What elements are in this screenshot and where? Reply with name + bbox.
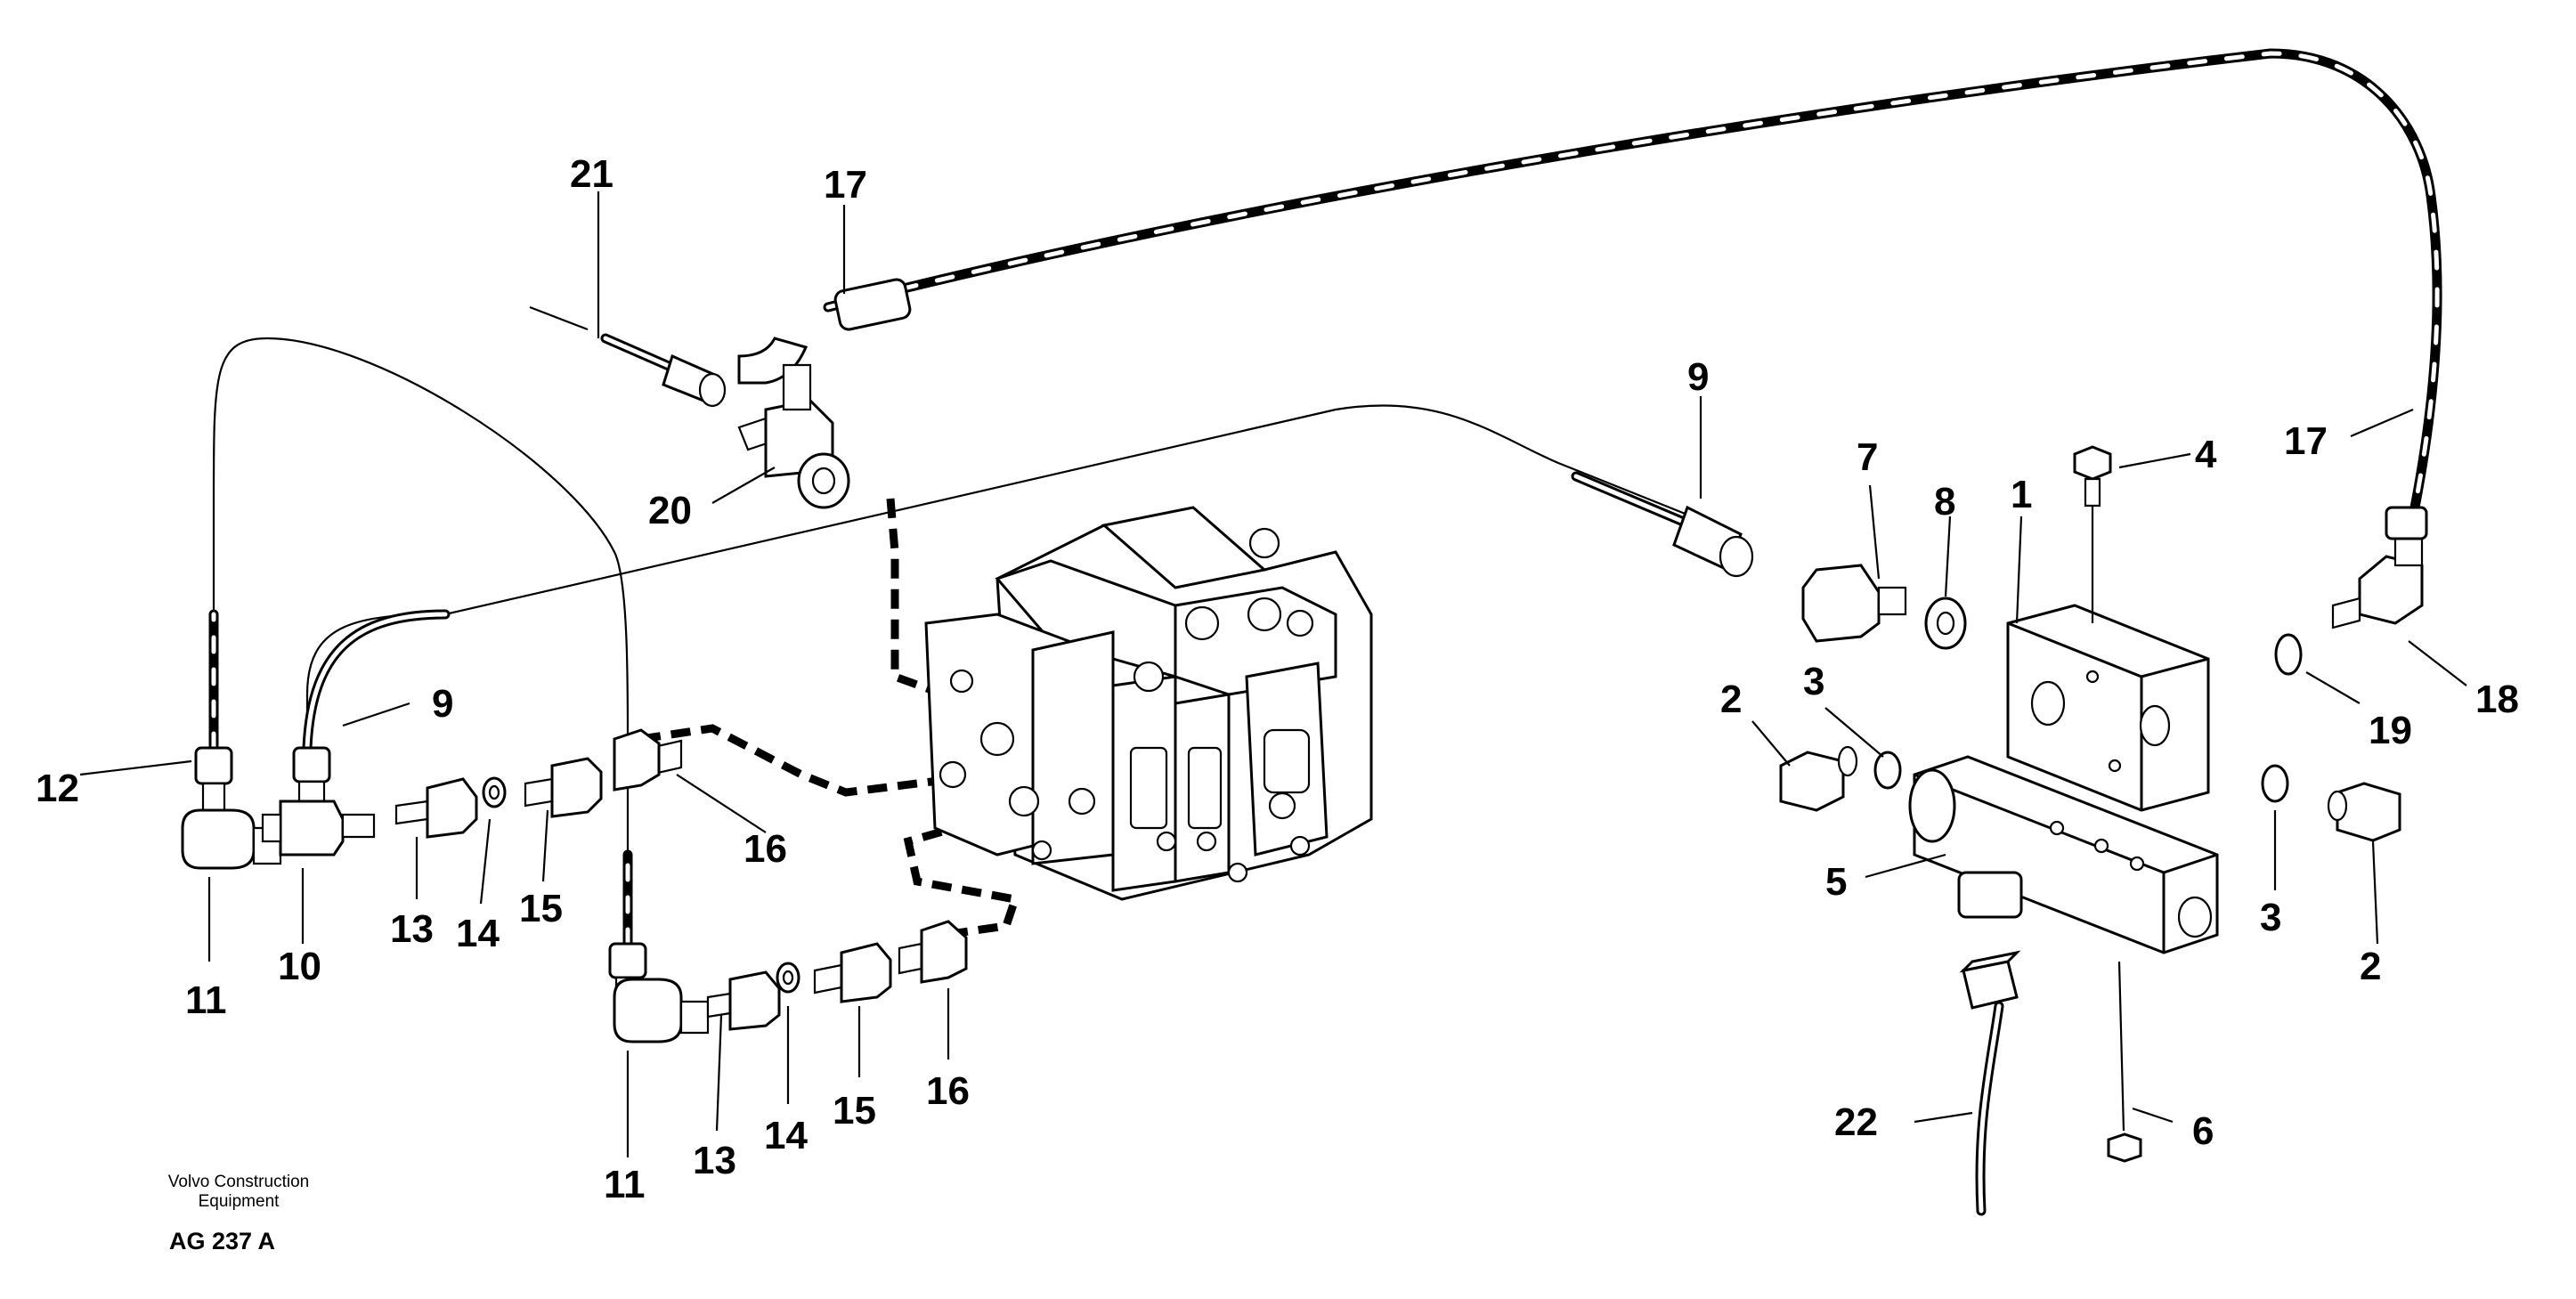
callout-13: 13	[390, 907, 434, 951]
callout-8: 8	[1934, 480, 1955, 524]
callout-10: 10	[278, 945, 321, 988]
callout-4: 4	[2195, 433, 2217, 476]
hose-9	[302, 404, 1754, 753]
drawing-code: AG 237 A	[169, 1228, 275, 1254]
callout-22: 22	[1834, 1100, 1878, 1144]
cable-22	[1959, 950, 2021, 1216]
footer-company-line2: Equipment	[199, 1192, 280, 1211]
solenoid-valve-assembly	[1779, 445, 2428, 1163]
callout-15-lower: 15	[833, 1089, 876, 1133]
callout-16: 16	[744, 827, 787, 871]
callout-1: 1	[2011, 473, 2032, 516]
callout-6: 6	[2192, 1109, 2214, 1153]
callout-14-lower: 14	[764, 1114, 808, 1157]
callout-16-lower: 16	[926, 1069, 970, 1113]
callout-17-right: 17	[2284, 419, 2328, 463]
callout-2: 2	[1720, 678, 1742, 721]
footer-block: Volvo Construction Equipment AG 237 A	[168, 1173, 309, 1254]
callout-11: 11	[185, 978, 227, 1022]
callout-12: 12	[36, 767, 79, 810]
callout-11-lower: 11	[604, 1163, 646, 1206]
callout-17: 17	[824, 163, 867, 207]
callout-3-right: 3	[2260, 896, 2281, 939]
pilot-line-mid	[640, 724, 954, 797]
left-fitting-row-lower	[608, 920, 968, 1043]
callout-7: 7	[1857, 435, 1878, 479]
hose-12	[208, 337, 633, 949]
tee-fitting-20	[737, 363, 850, 509]
leader-lines	[79, 191, 2467, 1157]
hose-17	[737, 48, 2442, 513]
callout-3: 3	[1803, 660, 1824, 703]
callout-18: 18	[2475, 678, 2519, 721]
callout-19: 19	[2369, 709, 2412, 752]
callout-9: 9	[432, 682, 453, 726]
callout-5: 5	[1825, 860, 1847, 904]
left-fitting-row-upper	[181, 728, 683, 870]
pilot-line-low	[903, 819, 1020, 939]
callout-20: 20	[648, 489, 692, 532]
callout-13-lower: 13	[693, 1139, 736, 1182]
control-valve-block	[924, 506, 1373, 901]
callout-14: 14	[456, 912, 500, 955]
callout-labels: 21 17 20 9 12 11 10 13 14 15 16 11 13 14…	[36, 152, 2519, 1206]
callout-21: 21	[570, 152, 614, 196]
callout-9-right: 9	[1687, 355, 1709, 399]
callout-15: 15	[519, 887, 563, 930]
hose-21	[529, 305, 727, 408]
footer-company-line1: Volvo Construction	[168, 1173, 309, 1191]
callout-2-right: 2	[2360, 945, 2381, 988]
